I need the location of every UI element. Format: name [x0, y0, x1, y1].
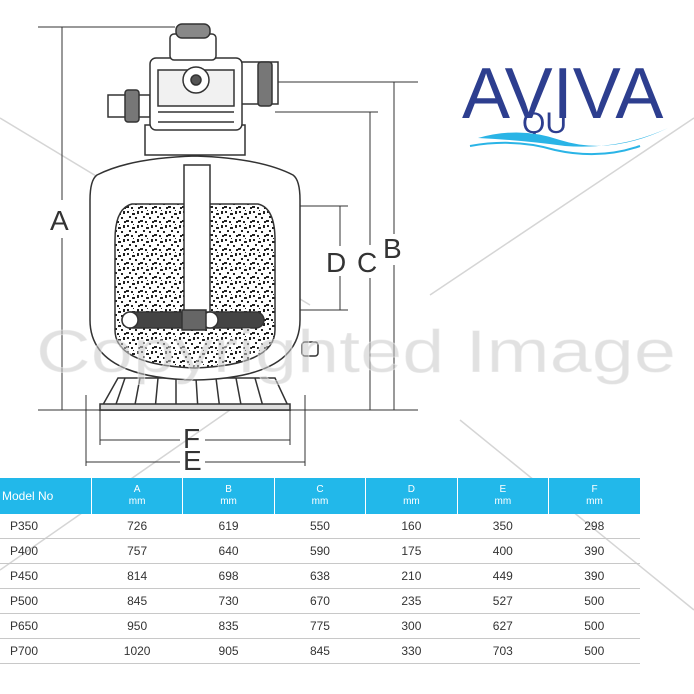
dimension-label-a: A — [50, 205, 69, 236]
logo-text-line1: AVIVA — [462, 54, 663, 134]
dimension-label-f: F — [183, 423, 200, 454]
dimension-label-d: D — [326, 247, 346, 278]
filter-body — [89, 23, 319, 411]
dimension-label-c: C — [357, 247, 377, 278]
logo-wave-icon — [478, 128, 668, 147]
dimension-label-e: E — [183, 445, 202, 476]
column-header: Model No — [0, 478, 92, 514]
watermark-text: Copyrighted Image — [36, 318, 676, 385]
aviva-aqua-logo: AVIVA QU — [462, 54, 668, 156]
dimension-label-b: B — [383, 233, 402, 264]
